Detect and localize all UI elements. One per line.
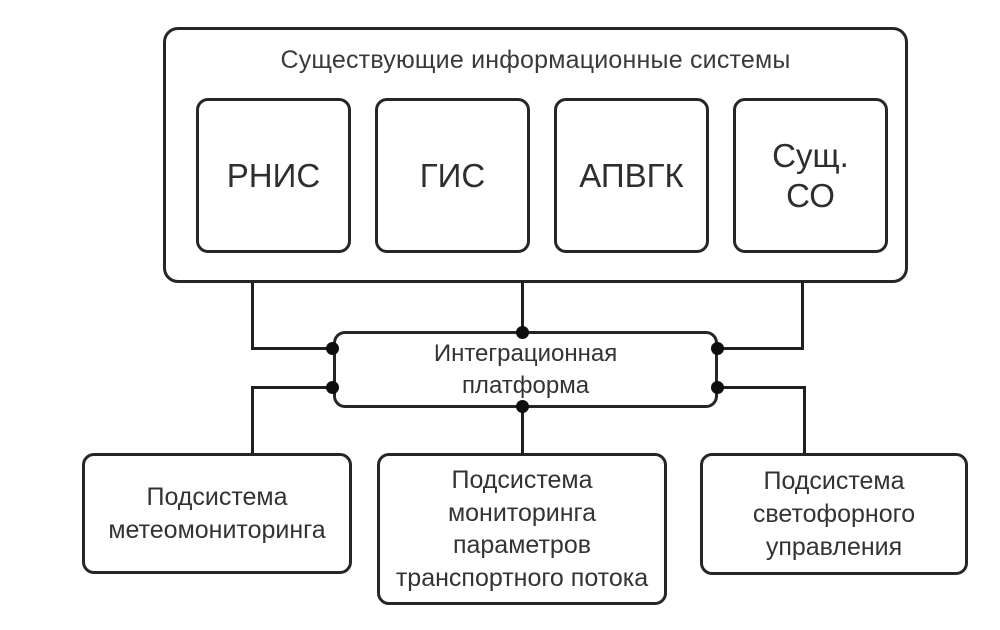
system-box-rnis: РНИС: [196, 98, 351, 253]
system-box-gis: ГИС: [375, 98, 530, 253]
connector-right-horizontal: [718, 347, 804, 350]
connector-light-horizontal: [718, 386, 806, 389]
system-box-apvgk: АПВГК: [554, 98, 709, 253]
system-label-gis: ГИС: [419, 156, 486, 194]
connector-left-vertical: [251, 283, 254, 350]
subsystem-traffic-light-box: Подсистема светофорного управления: [700, 453, 968, 575]
subsystem-traffic-light-label: Подсистема светофорного управления: [752, 466, 916, 561]
system-label-apvgk: АПВГК: [579, 156, 684, 194]
connector-center-vertical: [521, 283, 524, 334]
existing-systems-group-box: Существующие информационные системы РНИС…: [163, 27, 908, 283]
systems-row: РНИС ГИС АПВГК Сущ. СО: [196, 98, 888, 253]
integration-platform-box: Интеграционная платформа: [333, 331, 718, 408]
connection-dot-platform-left-lower: [326, 381, 339, 394]
existing-systems-title: Существующие информационные системы: [280, 46, 791, 74]
connection-dot-platform-right-lower: [711, 381, 724, 394]
integration-platform-label: Интеграционная платформа: [433, 340, 618, 399]
connection-dot-platform-right-upper: [711, 342, 724, 355]
subsystem-traffic-flow-box: Подсистема мониторинга параметров трансп…: [377, 453, 667, 605]
connector-right-vertical: [801, 283, 804, 350]
connector-meteo-horizontal: [251, 386, 333, 389]
system-label-rnis: РНИС: [226, 156, 321, 194]
subsystem-meteo-label: Подсистема метеомониторинга: [108, 482, 326, 544]
system-box-sush-so: Сущ. СО: [733, 98, 888, 253]
subsystem-meteo-box: Подсистема метеомониторинга: [82, 453, 352, 574]
connection-dot-platform-top-center: [516, 326, 529, 339]
subsystem-traffic-flow-label: Подсистема мониторинга параметров трансп…: [395, 466, 649, 592]
system-label-sush-so: Сущ. СО: [772, 136, 849, 214]
connector-flow-vertical: [521, 405, 524, 453]
connector-light-vertical: [803, 386, 806, 453]
connection-dot-platform-bottom-center: [516, 400, 529, 413]
connector-meteo-vertical: [251, 386, 254, 453]
connection-dot-platform-left-upper: [326, 342, 339, 355]
connector-left-horizontal: [251, 347, 333, 350]
